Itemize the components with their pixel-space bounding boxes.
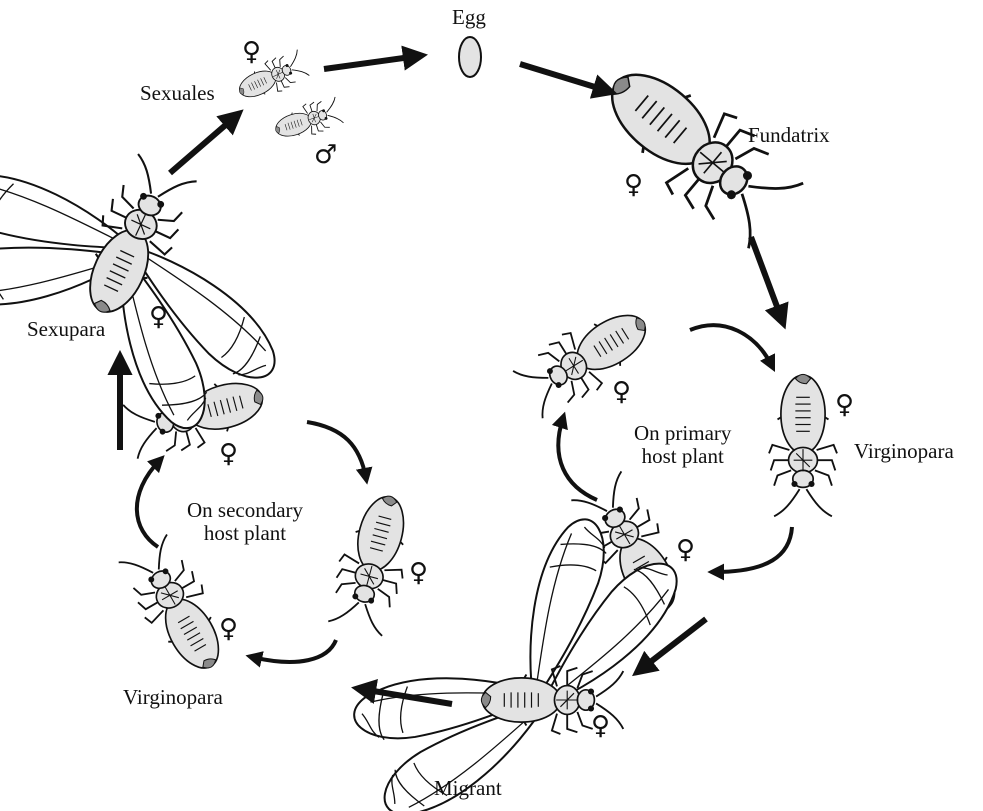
female-symbol: ♀ — [624, 170, 643, 200]
label-egg: Egg — [452, 6, 486, 29]
female-symbol: ♀ — [149, 302, 168, 332]
primary-aphid-top — [510, 294, 661, 422]
label-virginopara-left: Virginopara — [123, 686, 223, 709]
label-virginopara-right: Virginopara — [854, 440, 954, 463]
female-symbol: ♀ — [242, 37, 261, 67]
egg — [459, 37, 481, 77]
arrow-secondary-top-to-right — [307, 422, 366, 478]
sexupara-aphid — [0, 87, 338, 465]
arrow-secondary-left-to-top — [137, 460, 160, 547]
arrow-primary-bottom-to-top — [558, 418, 597, 500]
arrow-sexupara-to-sexuales — [170, 116, 236, 173]
secondary-aphid-right — [324, 488, 423, 637]
arrow-secondary-right-to-left — [252, 640, 336, 662]
arrow-sexuales-to-egg — [324, 56, 418, 69]
arrow-primary-top-to-right — [690, 325, 772, 366]
arrow-egg-to-fundatrix — [520, 64, 608, 91]
female-symbol: ♀ — [612, 377, 631, 407]
label-primary-host-plant: On primary host plant — [634, 422, 731, 467]
female-symbol: ♀ — [219, 614, 238, 644]
label-fundatrix: Fundatrix — [748, 124, 830, 147]
label-sexuales: Sexuales — [140, 82, 215, 105]
female-symbol: ♀ — [591, 711, 610, 741]
female-symbol: ♀ — [219, 439, 238, 469]
female-symbol: ♀ — [835, 390, 854, 420]
label-secondary-host-plant: On secondary host plant — [187, 499, 303, 544]
female-symbol: ♀ — [676, 535, 695, 565]
label-migrant: Migrant — [434, 777, 502, 800]
virginopara-left-aphid — [114, 532, 239, 683]
arrow-fundatrix-to-virginopara — [751, 237, 782, 320]
fundatrix-aphid — [584, 43, 808, 254]
male-symbol: ♂ — [314, 140, 337, 170]
virginopara-right-aphid — [769, 374, 837, 516]
female-symbol: ♀ — [409, 558, 428, 588]
arrow-primary-right-to-bottom — [714, 527, 792, 572]
sexual-male-aphid — [271, 95, 344, 146]
label-sexupara: Sexupara — [27, 318, 105, 341]
